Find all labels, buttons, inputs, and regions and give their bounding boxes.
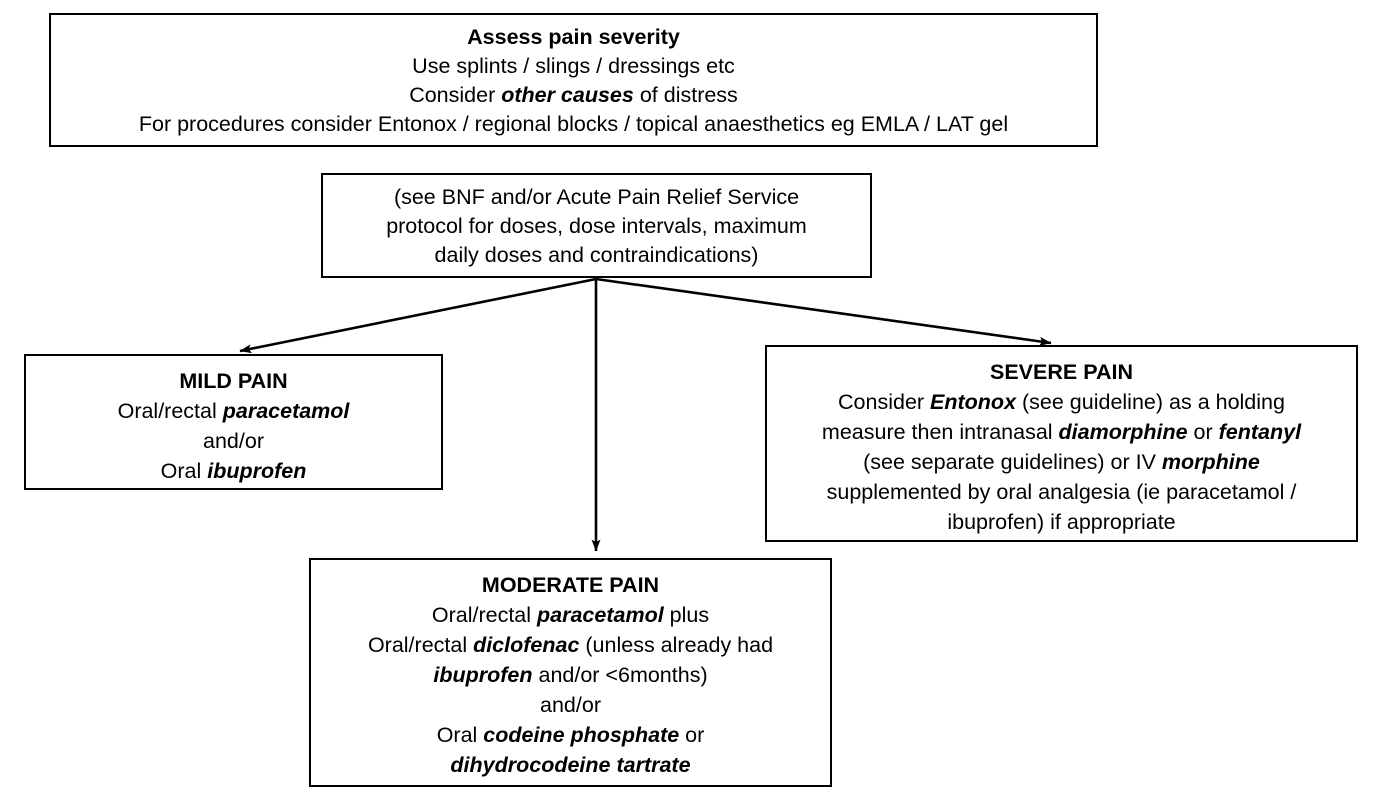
assess-line-splints: Use splints / slings / dressings etc xyxy=(412,54,735,78)
moderate-l2-pre: Oral/rectal xyxy=(431,603,538,627)
moderate-line-ibuprofen: ibuprofen and/or <6months) xyxy=(311,660,830,690)
moderate-l2-post: plus xyxy=(663,603,710,627)
moderate-line-dihydrocodeine: dihydrocodeine tartrate xyxy=(450,753,691,777)
moderate-line-codeine: Oral codeine phosphate or xyxy=(311,720,830,750)
mild-l2-emph: paracetamol xyxy=(222,399,350,423)
mild-title: MILD PAIN xyxy=(179,369,288,393)
moderate-l3-emph: diclofenac xyxy=(473,633,580,657)
moderate-l6-pre: Oral xyxy=(436,723,484,747)
assess-title: Assess pain severity xyxy=(467,25,680,49)
moderate-l4-post: and/or <6months) xyxy=(532,663,708,687)
mild-line-ibuprofen: Oral ibuprofen xyxy=(26,456,441,486)
severe-l2-post: (see guideline) as a holding xyxy=(1016,390,1285,414)
severe-line-morphine: (see separate guidelines) or IV morphine xyxy=(767,447,1356,477)
moderate-title: MODERATE PAIN xyxy=(481,573,660,597)
node-assess-pain-severity: Assess pain severity Use splints / sling… xyxy=(49,13,1098,147)
node-moderate-pain: MODERATE PAIN Oral/rectal paracetamol pl… xyxy=(309,558,832,787)
moderate-line-diclofenac: Oral/rectal diclofenac (unless already h… xyxy=(311,630,830,660)
severe-l2-pre: Consider xyxy=(838,390,931,414)
severe-l2-emph: Entonox xyxy=(930,390,1017,414)
mild-line-paracetamol: Oral/rectal paracetamol xyxy=(26,396,441,426)
severe-l3-emph2: fentanyl xyxy=(1218,420,1302,444)
moderate-l3-pre: Oral/rectal xyxy=(367,633,474,657)
moderate-l4-emph: ibuprofen xyxy=(433,663,533,687)
mild-line-andor: and/or xyxy=(203,429,264,453)
moderate-line-andor: and/or xyxy=(540,693,601,717)
moderate-l6-post: or xyxy=(679,723,705,747)
node-severe-pain: SEVERE PAIN Consider Entonox (see guidel… xyxy=(765,345,1358,542)
mild-l4-pre: Oral xyxy=(160,459,208,483)
severe-title: SEVERE PAIN xyxy=(990,360,1133,384)
severe-l4-pre: (see separate guidelines) or IV xyxy=(863,450,1162,474)
severe-l3-pre: measure then intranasal xyxy=(821,420,1059,444)
connector-bnf-to-mild xyxy=(239,277,597,354)
assess-l3-pre: Consider xyxy=(409,83,502,107)
moderate-l3-post: (unless already had xyxy=(579,633,774,657)
severe-l3-emph1: diamorphine xyxy=(1058,420,1188,444)
moderate-line-paracetamol: Oral/rectal paracetamol plus xyxy=(311,600,830,630)
assess-line-other-causes: Consider other causes of distress xyxy=(51,81,1096,110)
assess-l3-post: of distress xyxy=(633,83,738,107)
assess-l3-emph: other causes xyxy=(501,83,634,107)
bnf-line-1: (see BNF and/or Acute Pain Relief Servic… xyxy=(393,185,800,209)
severe-l4-emph: morphine xyxy=(1161,450,1260,474)
moderate-l2-emph: paracetamol xyxy=(537,603,664,627)
moderate-l6-emph: codeine phosphate xyxy=(483,723,680,747)
mild-l2-pre: Oral/rectal xyxy=(117,399,223,423)
severe-line-entonox: Consider Entonox (see guideline) as a ho… xyxy=(767,387,1356,417)
node-mild-pain: MILD PAIN Oral/rectal paracetamol and/or… xyxy=(24,354,443,490)
severe-line-supplemented: supplemented by oral analgesia (ie parac… xyxy=(826,480,1297,504)
bnf-line-2: protocol for doses, dose intervals, maxi… xyxy=(386,214,807,238)
assess-line-procedures: For procedures consider Entonox / region… xyxy=(138,112,1009,136)
severe-line-ibuprofen: ibuprofen) if appropriate xyxy=(947,510,1176,534)
bnf-line-3: daily doses and contraindications) xyxy=(434,243,759,267)
connector-bnf-to-severe xyxy=(595,277,1052,346)
node-bnf-reference: (see BNF and/or Acute Pain Relief Servic… xyxy=(321,173,872,278)
severe-l3-mid: or xyxy=(1187,420,1219,444)
mild-l4-emph: ibuprofen xyxy=(207,459,307,483)
severe-line-intranasal: measure then intranasal diamorphine or f… xyxy=(767,417,1356,447)
